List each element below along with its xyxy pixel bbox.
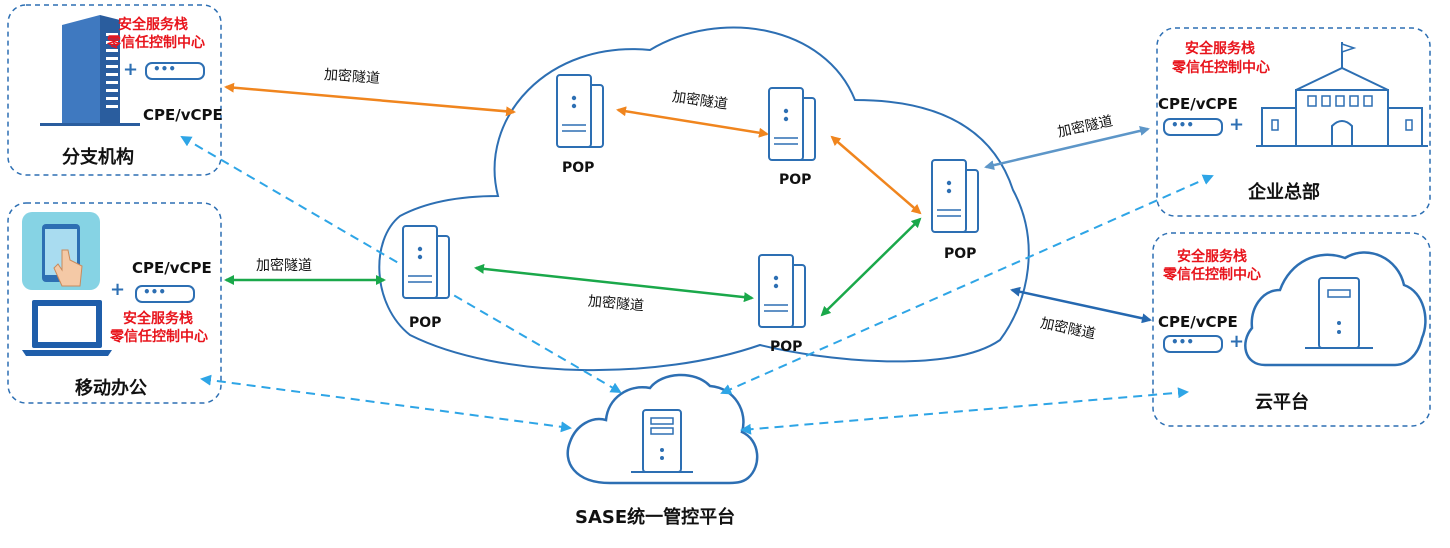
pop-label: POP xyxy=(770,339,803,355)
hq-cpe-device: ••• xyxy=(1163,118,1223,136)
headquarters-building-icon xyxy=(1256,42,1428,147)
tunnel-pop4-pop5 xyxy=(474,263,754,303)
cloud-platform-title: 云平台 xyxy=(1255,392,1309,413)
mobile-plus-icon: + xyxy=(110,279,126,300)
device-dots-icon: ••• xyxy=(153,62,177,76)
sase-platform-title: SASE统一管控平台 xyxy=(575,507,736,528)
device-dots-icon: ••• xyxy=(1171,335,1195,349)
pop-server-icon xyxy=(556,74,604,148)
mobile-title: 移动办公 xyxy=(75,378,147,399)
pop-server-icon xyxy=(402,225,450,299)
mobile-security-stack-label: 安全服务栈 xyxy=(123,311,193,327)
mobile-cpe-label: CPE/vCPE xyxy=(132,259,212,277)
pop-server-icon xyxy=(758,254,806,328)
hq-title: 企业总部 xyxy=(1248,182,1320,203)
tablet-touch-icon xyxy=(22,212,100,290)
tunnel-hq xyxy=(984,125,1150,171)
hq-plus-icon: + xyxy=(1229,114,1245,135)
dash-link-mobile-sase xyxy=(200,374,572,433)
tunnel-pop2-pop3 xyxy=(830,135,922,215)
office-building-icon xyxy=(40,15,140,126)
cloud-zero-trust-label: 零信任控制中心 xyxy=(1163,267,1261,283)
mobile-cpe-device: ••• xyxy=(135,285,195,303)
tunnel-label-mobile: 加密隧道 xyxy=(256,258,312,274)
branch-plus-icon: + xyxy=(123,59,139,80)
branch-cpe-label: CPE/vCPE xyxy=(143,106,223,124)
hq-zero-trust-label: 零信任控制中心 xyxy=(1172,60,1270,76)
tunnel-pop5-pop3 xyxy=(820,217,922,317)
pop-label: POP xyxy=(779,172,812,188)
device-dots-icon: ••• xyxy=(143,285,167,299)
cloud-cpe-label: CPE/vCPE xyxy=(1158,313,1238,331)
pop-server-icon xyxy=(768,87,816,161)
branch-security-stack-label: 安全服务栈 xyxy=(118,17,188,33)
pop-label: POP xyxy=(409,315,442,331)
mobile-frame xyxy=(7,202,222,404)
hq-security-stack-label: 安全服务栈 xyxy=(1185,41,1255,57)
hq-cpe-label: CPE/vCPE xyxy=(1158,95,1238,113)
branch-frame xyxy=(7,4,222,176)
branch-cpe-device: ••• xyxy=(145,62,205,80)
dash-link-branch-sase xyxy=(180,135,622,394)
tunnel-branch xyxy=(224,82,516,117)
tunnel-cloud xyxy=(1010,286,1152,324)
pop-label: POP xyxy=(944,246,977,262)
tunnel-label-branch: 加密隧道 xyxy=(323,67,381,87)
pop-server-icon xyxy=(931,159,979,233)
pop-label: POP xyxy=(562,160,595,176)
dash-link-cloud-sase xyxy=(740,387,1189,435)
sase-cloud xyxy=(566,373,759,485)
branch-zero-trust-label: 零信任控制中心 xyxy=(107,35,205,51)
tunnel-pop1-pop2 xyxy=(616,106,769,138)
cloud-plus-icon: + xyxy=(1229,331,1245,352)
cloud-cpe-device: ••• xyxy=(1163,335,1223,353)
cloud-server-icon xyxy=(1305,277,1373,349)
cloud-platform-cloud xyxy=(1244,251,1427,367)
sase-server-icon xyxy=(631,409,693,473)
cloud-security-stack-label: 安全服务栈 xyxy=(1177,249,1247,265)
hq-frame xyxy=(1156,27,1431,217)
branch-title: 分支机构 xyxy=(62,147,134,168)
device-dots-icon: ••• xyxy=(1171,118,1195,132)
laptop-icon xyxy=(22,300,112,356)
mobile-zero-trust-label: 零信任控制中心 xyxy=(110,329,208,345)
